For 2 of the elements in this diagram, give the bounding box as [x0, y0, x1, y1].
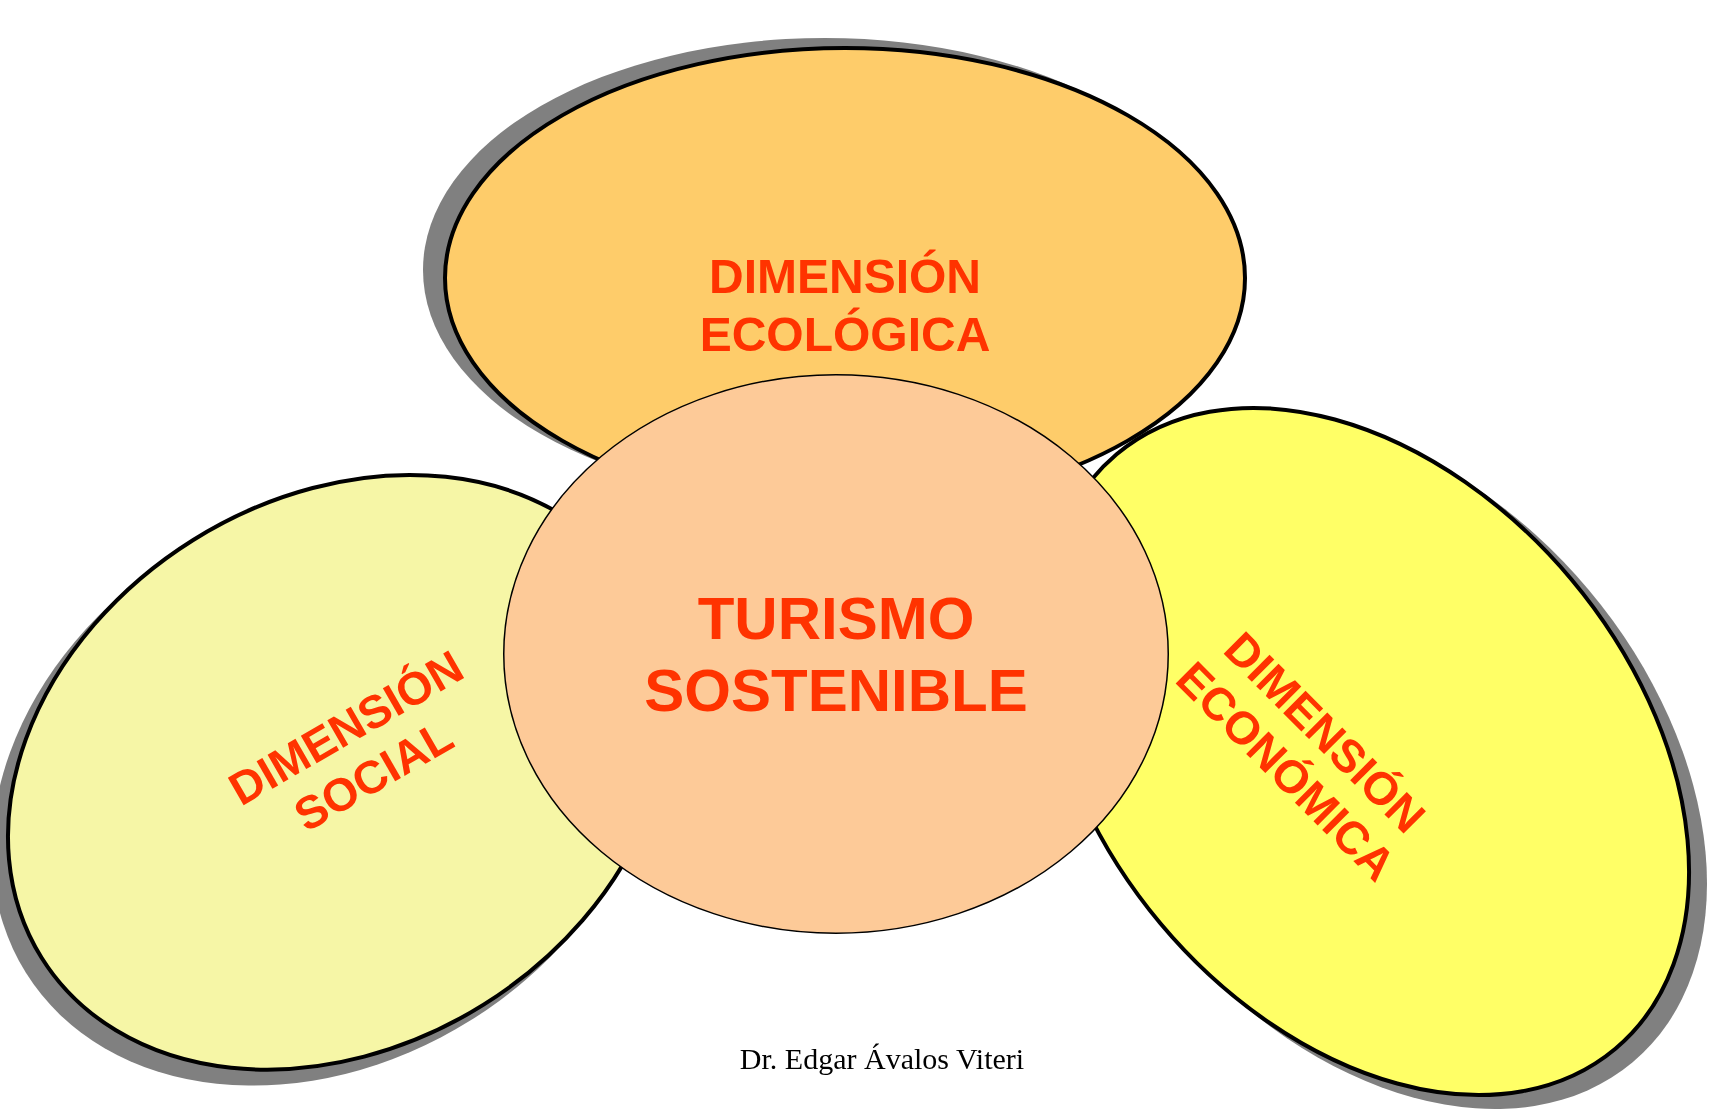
author-credit: Dr. Edgar Ávalos Viteri: [739, 1042, 1025, 1076]
region-title: TURISMO SOSTENIBLE: [643, 584, 1029, 726]
